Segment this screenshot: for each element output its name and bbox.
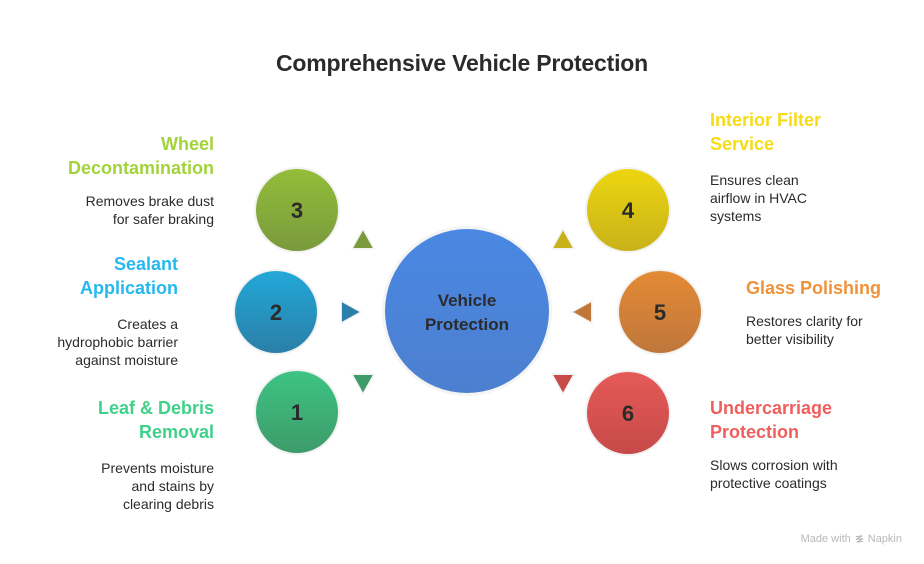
desc-line: Restores clarity for [746,313,863,329]
desc-line: Creates a [117,316,178,332]
desc-line: Slows corrosion with [710,457,838,473]
label-title-5: Glass Polishing [746,276,881,300]
arrow-up-icon [350,227,376,250]
center-circle [385,229,549,393]
step-number-3: 3 [291,198,303,223]
label-title-1-line1: Leaf & Debris [97,398,214,418]
label-desc-6: Slows corrosion with protective coatings [710,456,838,492]
arrow-down-icon [350,373,376,396]
made-with-napkin-footer: Made with Napkin [801,533,902,545]
label-title-4-line1: Interior Filter [710,110,822,130]
step-circle-6 [587,372,669,454]
desc-line: Ensures clean [710,172,799,188]
step-circle-4 [587,169,669,251]
label-title-2-line2: Application [80,278,178,298]
step-circle-3 [256,169,338,251]
label-title-4: Interior Filter Service [710,108,821,156]
label-title-3-line1: Wheel [160,134,214,154]
label-desc-3: Removes brake dust for safer braking [86,192,214,228]
napkin-logo-icon [855,534,864,543]
footer-made-with: Made with [800,533,851,545]
label-title-2-line1: Sealant [113,254,178,274]
label-title-1: Leaf & Debris Removal [98,396,214,444]
arrow-down-icon [550,373,576,396]
step-number-2: 2 [270,300,282,325]
step-number-6: 6 [622,401,634,426]
desc-line: Prevents moisture [101,460,214,476]
step-circle-5 [619,271,701,353]
label-desc-2: Creates a hydrophobic barrier against mo… [57,315,178,369]
step-circle-2 [235,271,317,353]
desc-line: Removes brake dust [85,193,214,209]
label-title-2: Sealant Application [80,252,178,300]
step-number-1: 1 [291,400,303,425]
label-title-6-line1: Undercarriage [710,398,833,418]
label-title-4-line2: Service [710,134,775,154]
label-title-6-line2: Protection [710,422,800,442]
footer-brand: Napkin [867,533,902,545]
desc-line: systems [710,208,762,224]
step-number-5: 5 [654,300,666,325]
diagram-title: Comprehensive Vehicle Protection [276,50,648,76]
label-title-3: Wheel Decontamination [68,132,214,180]
desc-line: against moisture [75,352,178,368]
center-label-line2: Protection [425,315,509,334]
desc-line: better visibility [746,331,834,347]
label-title-6: Undercarriage Protection [710,396,832,444]
desc-line: for safer braking [112,211,214,227]
desc-line: clearing debris [122,496,214,512]
label-title-1-line2: Removal [138,422,214,442]
step-circle-1 [256,371,338,453]
desc-line: protective coatings [710,475,827,491]
label-desc-4: Ensures clean airflow in HVAC systems [710,171,807,225]
label-title-3-line2: Decontamination [67,158,214,178]
step-number-4: 4 [622,198,635,223]
arrow-left-icon [570,299,593,325]
arrow-right-icon [340,299,363,325]
desc-line: airflow in HVAC [710,190,807,206]
label-desc-5: Restores clarity for better visibility [746,312,863,348]
desc-line: and stains by [131,478,215,494]
center-label-line1: Vehicle [438,291,497,310]
label-desc-1: Prevents moisture and stains by clearing… [101,459,214,513]
arrow-up-icon [550,227,576,250]
label-title-5-line1: Glass Polishing [746,278,882,298]
desc-line: hydrophobic barrier [57,334,178,350]
